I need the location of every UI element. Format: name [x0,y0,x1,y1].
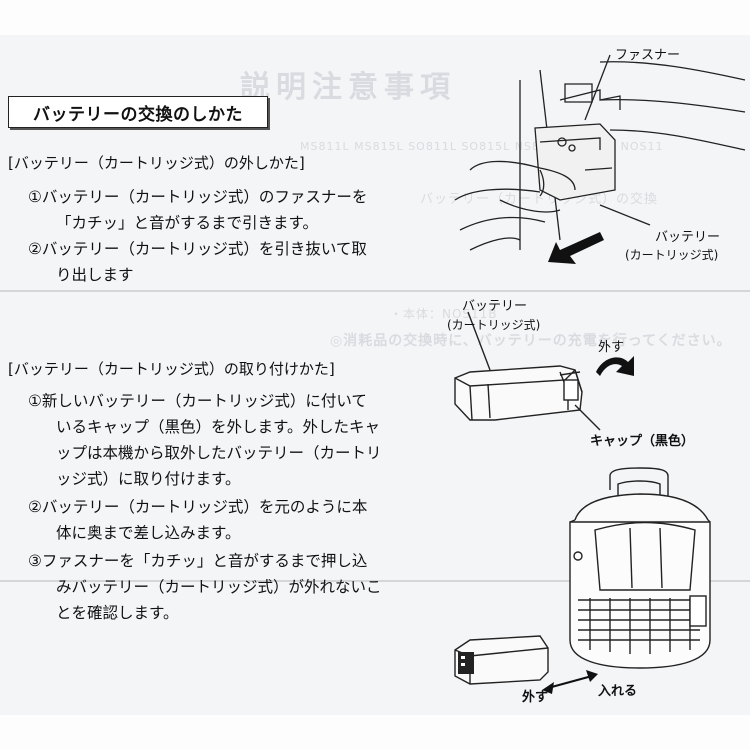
cartridge-label: (カートリッジ式) [447,318,541,332]
removal-step-line: ①バッテリー（カートリッジ式）のファスナーを [28,188,368,206]
removal-step-line: ②バッテリー（カートリッジ式）を引き抜いて取 [28,240,367,258]
installation-step-line: みバッテリー（カートリッジ式）が外れないこ [56,578,382,596]
fold-crease [0,290,750,292]
installation-step-line: いるキャップ（黒色）を外します。外したキャ [56,418,380,436]
insert-remove-arrow-icon [542,670,598,694]
removal-step-line: 「カチッ」と音がするまで引きます。 [56,214,318,232]
pull-arrow-icon [548,232,604,264]
bleed-through-line: ◎消耗品の交換時に、バッテリーの充電を行ってください。 [330,333,732,349]
insert-label: 入れる [598,684,638,699]
installation-step-line: ①新しいバッテリー（カートリッジ式）に付いて [28,392,367,410]
removal-heading: [バッテリー（カートリッジ式）の外しかた] [8,154,305,172]
installation-step-line: ッジ式）に取り付けます。 [56,470,241,488]
remove-label: 外す [522,690,549,705]
installation-step-line: とを確認します。 [56,604,179,622]
cap-label: キャップ（黒色） [590,434,695,449]
fastener-label: ファスナー [615,48,681,63]
installation-step-line: ③ファスナーを「カチッ」と音がするまで押し込 [28,552,368,570]
remove-cap-arrow-icon [596,356,634,376]
removal-step-line: り出します [56,266,134,284]
bleed-through-title: 説明注意事項 [240,70,456,105]
bleed-through-line: バッテリー（カートリッジ式）の交換 [420,192,659,207]
page-title: バッテリーの交換のしかた [33,104,243,125]
cartridge-label: (カートリッジ式) [625,248,719,262]
fold-crease [0,580,750,582]
installation-heading: [バッテリー（カートリッジ式）の取り付けかた] [8,360,335,378]
section-title-box: バッテリーの交換のしかた [8,96,268,128]
installation-step-line: 体に奥まで差し込みます。 [56,524,241,542]
remove-label: 外す [598,340,625,355]
battery-label: バッテリー [462,299,528,314]
battery-label: バッテリー [655,230,721,245]
installation-step-line: ②バッテリー（カートリッジ式）を元のように本 [28,498,368,516]
cap-block-icon [458,652,474,674]
installation-step-line: ップは本機から取外したバッテリー（カートリ [56,444,382,462]
